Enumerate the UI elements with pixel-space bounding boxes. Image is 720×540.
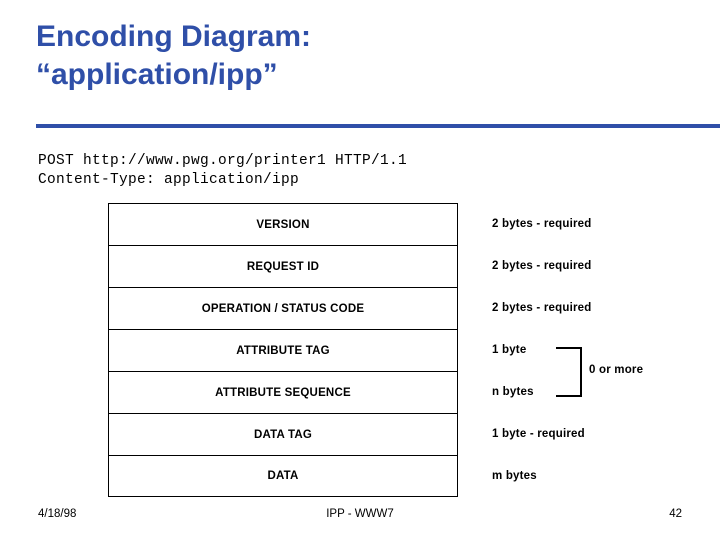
http-request-code: POST http://www.pwg.org/printer1 HTTP/1.… <box>38 153 408 188</box>
diagram-row: VERSION <box>108 203 458 245</box>
diagram-note: 2 bytes - required <box>492 218 592 230</box>
encoding-diagram-rows: VERSION REQUEST ID OPERATION / STATUS CO… <box>108 203 458 497</box>
diagram-note: 1 byte <box>492 344 527 356</box>
diagram-row: DATA TAG <box>108 413 458 455</box>
title-divider <box>36 124 720 128</box>
diagram-note: m bytes <box>492 470 537 482</box>
diagram-note: 2 bytes - required <box>492 302 592 314</box>
page-title: Encoding Diagram: “application/ipp” <box>36 18 696 95</box>
footer-date: 4/18/98 <box>38 508 77 520</box>
encoding-diagram-notes: 2 bytes - required 2 bytes - required 2 … <box>492 203 712 497</box>
page-title-line1: Encoding Diagram: <box>36 20 312 53</box>
diagram-row: REQUEST ID <box>108 245 458 287</box>
diagram-row: ATTRIBUTE SEQUENCE <box>108 371 458 413</box>
footer-center-text: IPP - WWW7 <box>326 508 394 520</box>
repeat-brace-icon <box>556 347 582 397</box>
diagram-row: OPERATION / STATUS CODE <box>108 287 458 329</box>
diagram-note: 2 bytes - required <box>492 260 592 272</box>
diagram-row: DATA <box>108 455 458 497</box>
repeat-brace-label: 0 or more <box>589 364 644 376</box>
footer-page-number: 42 <box>669 508 682 520</box>
diagram-note: 1 byte - required <box>492 428 585 440</box>
diagram-note: n bytes <box>492 386 534 398</box>
diagram-row: ATTRIBUTE TAG <box>108 329 458 371</box>
page-title-line2: “application/ipp” <box>36 58 278 92</box>
